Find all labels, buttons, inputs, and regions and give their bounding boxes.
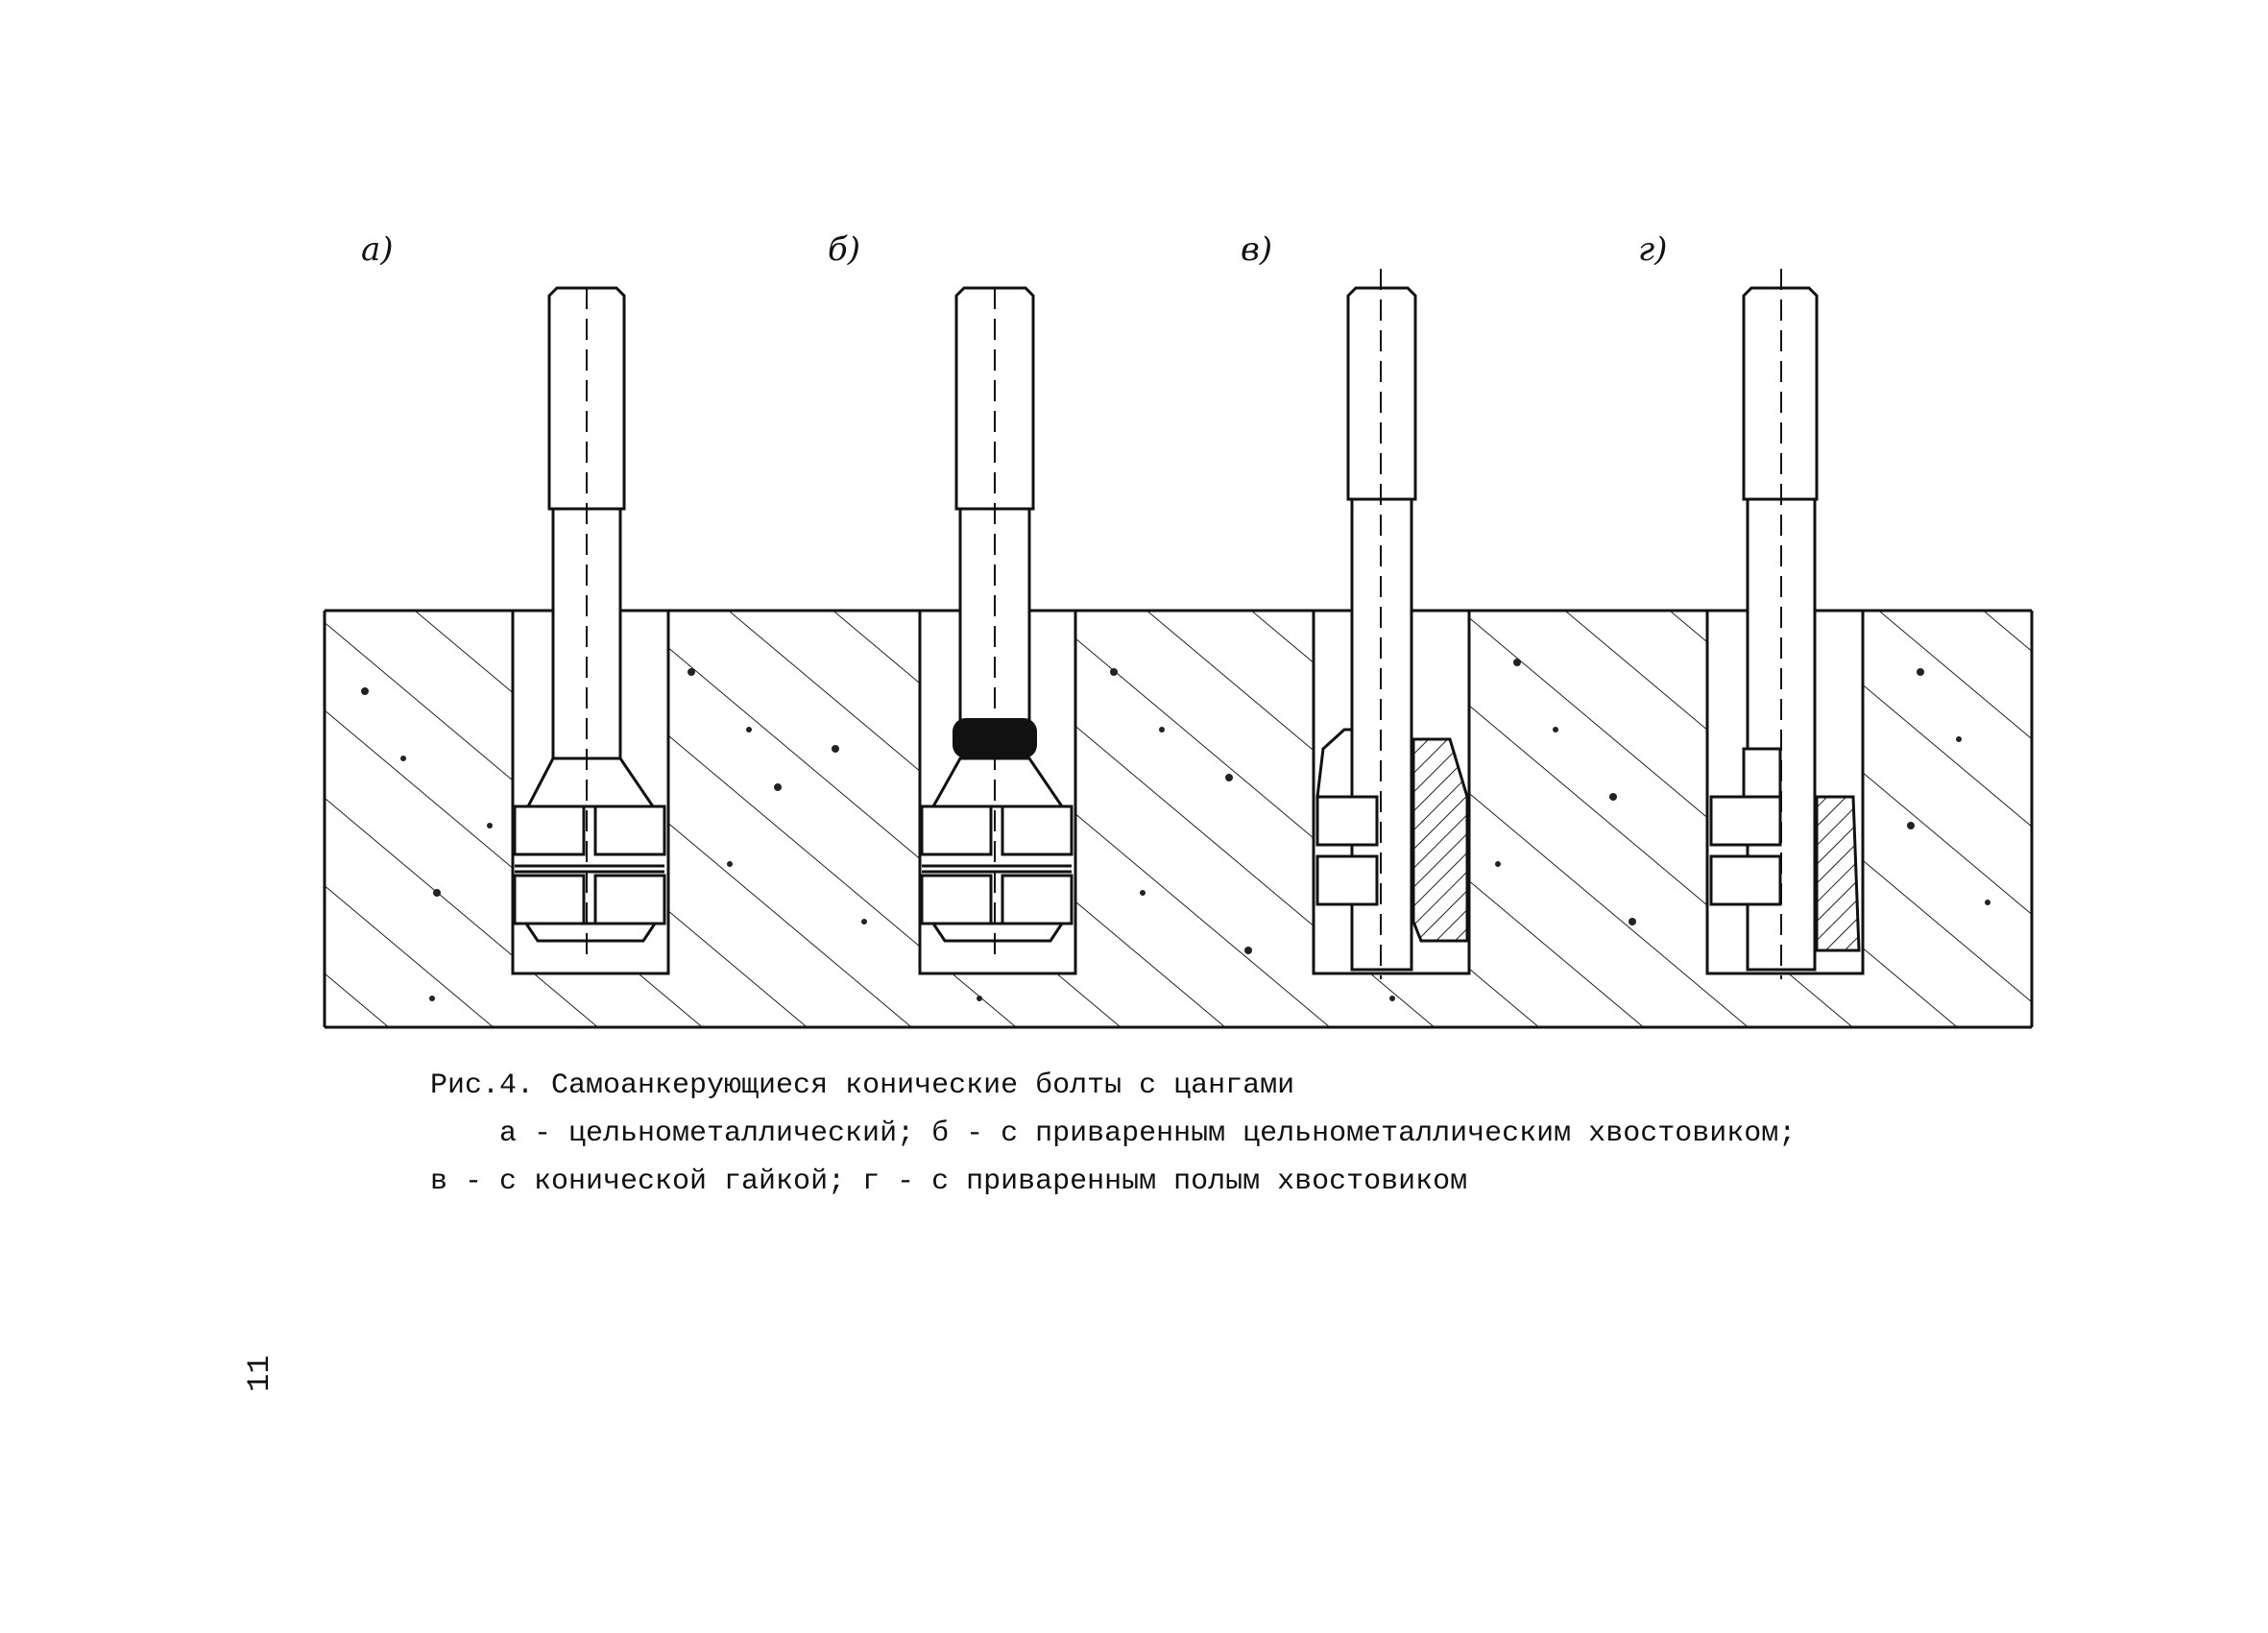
bolt-b-assembly [918,286,1077,975]
figure-label-g: г) [1638,230,1668,269]
figure-label-a: а) [361,230,394,269]
page-number: 11 [242,1355,277,1392]
figure-caption-line2: а - цельнометаллический; б - с приваренн… [499,1117,1797,1150]
bolt-a-assembly [511,286,670,975]
figure-caption-title: Рис.4. Самоанкерующиеся конические болты… [430,1069,1295,1102]
figure-label-v: в) [1241,230,1273,269]
bolt-g-assembly [1705,269,1865,979]
figure-label-b: б) [828,230,861,269]
concrete-aggregate [361,659,1991,1001]
bolt-v-assembly [1312,269,1471,979]
figure-caption-line3: в - с конической гайкой; г - с приваренн… [430,1165,1468,1198]
